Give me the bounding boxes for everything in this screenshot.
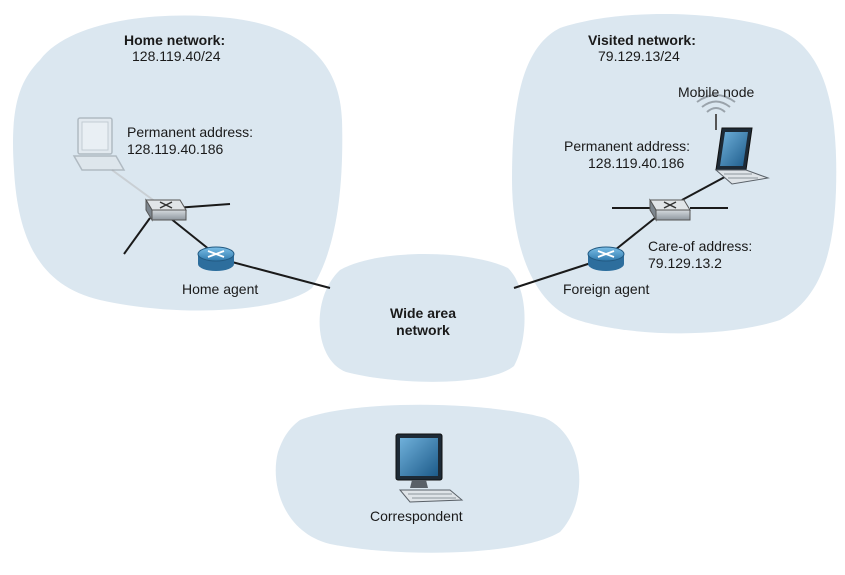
home-agent-label: Home agent — [182, 281, 259, 297]
care-of-address-label: Care-of address: — [648, 238, 753, 254]
home-network-cloud — [13, 15, 343, 311]
home-laptop-icon — [72, 117, 126, 171]
home-router-wan-link — [231, 261, 331, 289]
visited-network-title: Visited network: — [588, 32, 696, 48]
mobile-node-laptop-icon — [714, 127, 770, 185]
home-switch-router-link — [169, 217, 211, 251]
wan-label-line-1: Wide area — [389, 305, 456, 321]
home-network-subnet: 128.119.40/24 — [132, 48, 221, 64]
wan-cloud — [319, 254, 525, 382]
correspondent-computer-icon — [395, 433, 464, 503]
foreign-agent-label: Foreign agent — [563, 281, 650, 297]
foreign-router-wan-link — [513, 261, 595, 289]
care-of-address-value: 79.129.13.2 — [648, 255, 722, 271]
home-permanent-address-value: 128.119.40.186 — [127, 141, 224, 157]
visited-permanent-address-label: Permanent address: — [564, 138, 691, 154]
correspondent-label: Correspondent — [370, 508, 463, 524]
wireless-signal-icon — [696, 94, 736, 113]
home-laptop-link — [111, 169, 161, 206]
foreign-switch-icon — [649, 198, 691, 222]
home-router-icon — [197, 246, 235, 271]
mobile-node-label: Mobile node — [678, 84, 755, 100]
visited-network-subnet: 79.129.13/24 — [598, 48, 680, 64]
home-switch-link-left — [123, 217, 151, 255]
home-network-title: Home network: — [124, 32, 226, 48]
home-permanent-address-label: Permanent address: — [127, 124, 254, 140]
home-switch-icon — [145, 198, 187, 222]
foreign-router-switch-link — [609, 213, 661, 255]
visited-permanent-address-value: 128.119.40.186 — [588, 155, 685, 171]
wan-label-line-2: network — [396, 322, 450, 338]
foreign-router-icon — [587, 246, 625, 271]
